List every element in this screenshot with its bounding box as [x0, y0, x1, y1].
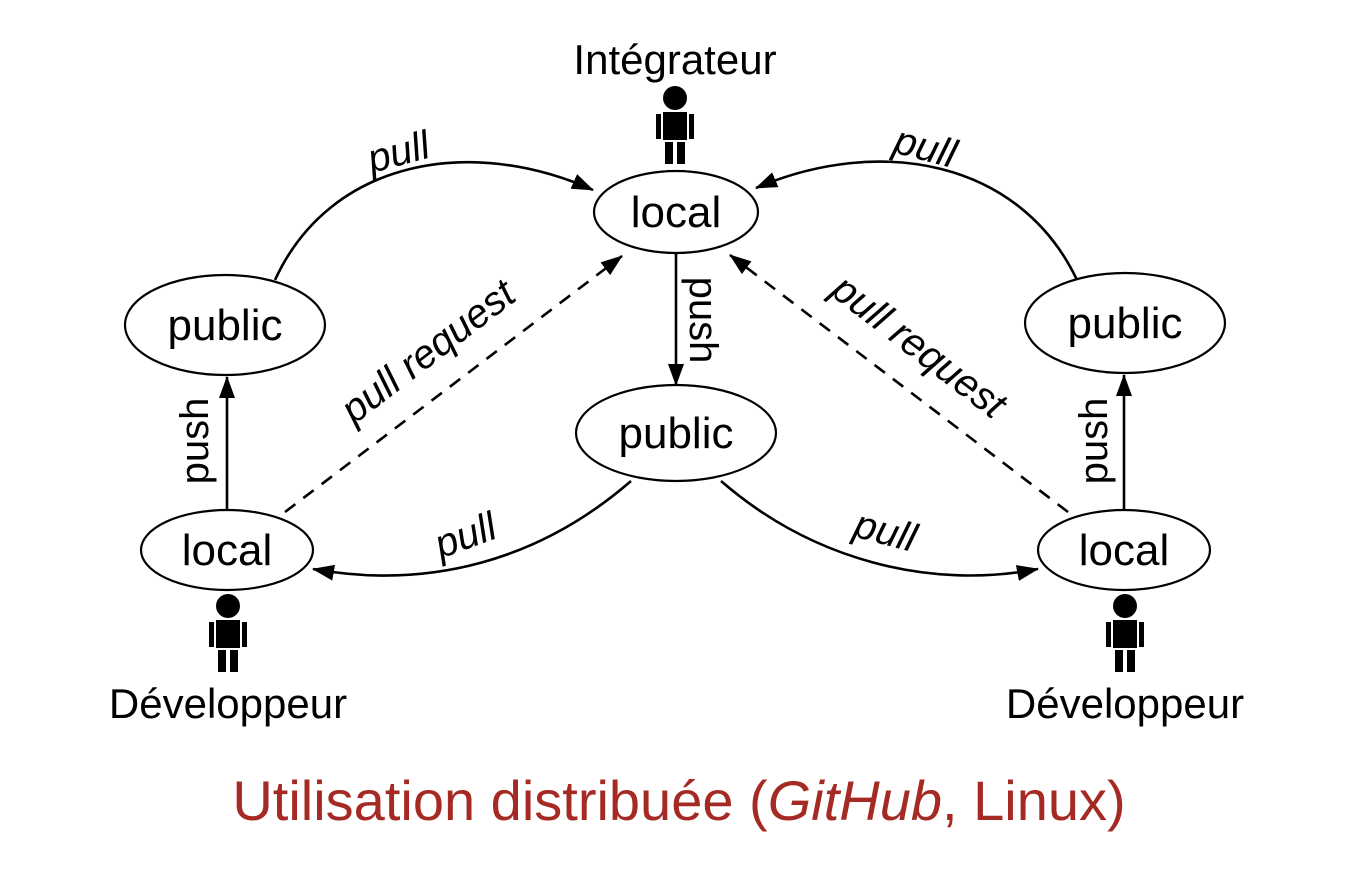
- person-leg-left: [218, 650, 226, 672]
- person-arm-right: [242, 622, 247, 647]
- edge-label-push-right: push: [1072, 398, 1116, 485]
- node-left-local: local: [139, 508, 315, 592]
- person-icon-developer-right: [1106, 594, 1144, 672]
- edge-pull-top-left: [273, 160, 594, 281]
- edge-pull-bottom-right: [720, 480, 1039, 581]
- person-icon-integrator: [656, 86, 694, 164]
- person-arm-right: [689, 114, 694, 139]
- node-left-public-label: public: [168, 301, 283, 350]
- edge-label-push-center: push: [681, 277, 725, 364]
- person-arm-left: [656, 114, 661, 139]
- edge-label-pull-top-left: pull: [362, 123, 436, 182]
- person-head: [663, 86, 687, 110]
- person-arm-left: [1106, 622, 1111, 647]
- person-leg-left: [1115, 650, 1123, 672]
- node-center-public-label: public: [619, 409, 734, 458]
- person-head: [216, 594, 240, 618]
- person-leg-right: [677, 142, 685, 164]
- edge-label-pull-request-right: pull request: [823, 266, 1016, 429]
- node-top-local-ellipse: [592, 169, 760, 255]
- caption-suffix: , Linux): [942, 769, 1126, 832]
- person-arm-right: [1139, 622, 1144, 647]
- node-center-public-ellipse: [574, 383, 778, 483]
- node-left-public-ellipse: [123, 273, 327, 377]
- person-leg-right: [1127, 650, 1135, 672]
- edge-pull-top-right: [755, 160, 1079, 281]
- caption: Utilisation distribuée (GitHub, Linux): [232, 769, 1125, 832]
- actor-label-integrator: Intégrateur: [573, 36, 776, 83]
- node-right-public-ellipse: [1023, 271, 1227, 375]
- edge-label-pull-bottom-right: pull: [849, 502, 923, 561]
- person-torso: [1113, 620, 1137, 648]
- edge-label-push-left: push: [173, 398, 217, 485]
- node-right-local-ellipse: [1036, 508, 1212, 592]
- node-right-public: public: [1023, 271, 1227, 375]
- edge-pull-request-left: [284, 254, 623, 514]
- actor-label-developer-right: Développeur: [1006, 680, 1244, 727]
- person-torso: [663, 112, 687, 140]
- person-head: [1113, 594, 1137, 618]
- person-leg-left: [665, 142, 673, 164]
- node-top-local: local: [592, 169, 760, 255]
- caption-prefix: Utilisation distribuée (: [232, 769, 768, 832]
- edge-pull-bottom-left: [312, 480, 632, 581]
- node-right-local: local: [1036, 508, 1212, 592]
- node-right-public-label: public: [1068, 299, 1183, 348]
- node-right-local-label: local: [1079, 526, 1170, 575]
- node-left-local-label: local: [182, 526, 273, 575]
- person-icon-developer-left: [209, 594, 247, 672]
- person-leg-right: [230, 650, 238, 672]
- person-arm-left: [209, 622, 214, 647]
- node-center-public: public: [574, 383, 778, 483]
- node-top-local-label: local: [631, 188, 722, 237]
- edge-label-pull-top-right: pull: [889, 118, 963, 177]
- node-left-local-ellipse: [139, 508, 315, 592]
- node-left-public: public: [123, 273, 327, 377]
- actor-label-developer-left: Développeur: [109, 680, 347, 727]
- caption-emphasis: GitHub: [768, 769, 942, 832]
- person-torso: [216, 620, 240, 648]
- edge-label-pull-bottom-left: pull: [428, 504, 504, 567]
- edge-pull-request-right: [729, 253, 1069, 514]
